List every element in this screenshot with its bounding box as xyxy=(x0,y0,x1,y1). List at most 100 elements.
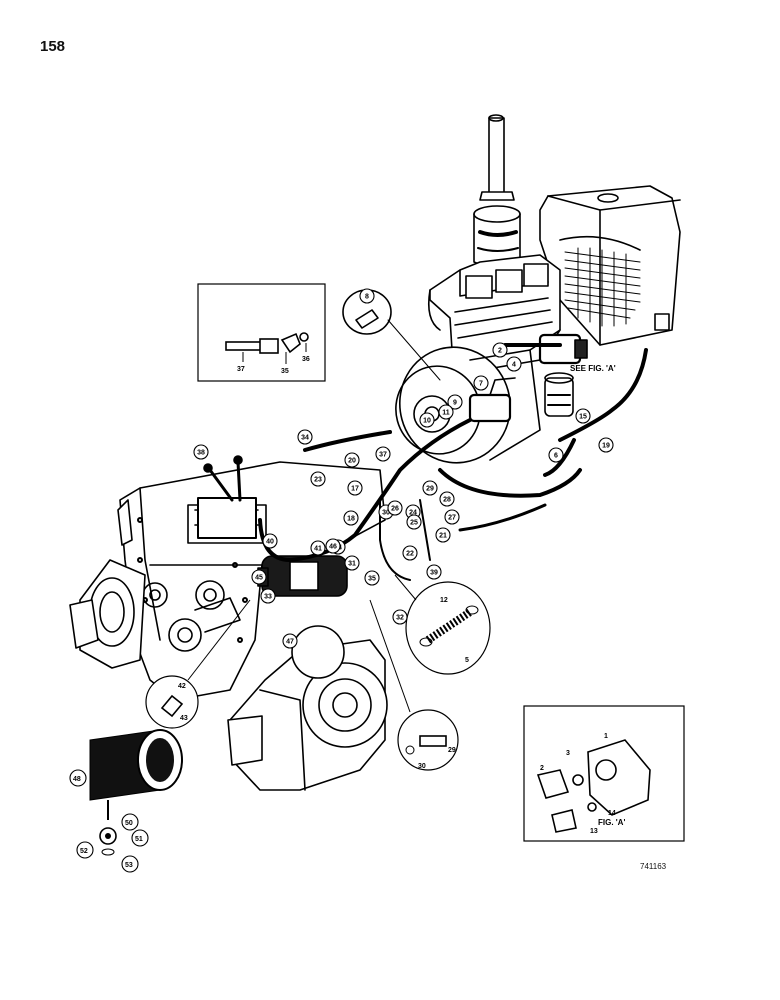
detail-fitting-29: 29 30 xyxy=(369,599,459,771)
engine-block xyxy=(427,254,561,373)
detail-filter: 48 50 51 52 53 xyxy=(69,729,183,873)
callout-label-39: 39 xyxy=(430,570,438,577)
detail-bubble-8 xyxy=(342,289,441,381)
callout-34: 34 xyxy=(297,429,313,445)
inset-top-part-36: 36 xyxy=(302,356,310,363)
callout-label-20: 20 xyxy=(348,458,356,465)
fig-a-part-1: 1 xyxy=(604,733,608,740)
callout-label-45: 45 xyxy=(255,575,263,582)
callout-label-37: 37 xyxy=(379,452,387,459)
callout-label-25: 25 xyxy=(410,520,418,527)
callout-10: 10 xyxy=(419,412,435,428)
hydraulic-pump xyxy=(468,333,588,423)
callout-label-21: 21 xyxy=(439,533,447,540)
callout-label-27: 27 xyxy=(448,515,456,522)
callout-2: 2 xyxy=(492,342,508,358)
radiator-shroud xyxy=(539,185,681,346)
callout-15: 15 xyxy=(575,408,591,424)
filter-part-52: 52 xyxy=(80,848,88,855)
callout-45: 45 xyxy=(251,569,267,585)
filter-canister xyxy=(544,372,574,417)
fitting-29-part-30: 30 xyxy=(418,763,426,770)
hose-part-12: 12 xyxy=(440,597,448,604)
see-fig-a-label: SEE FIG. 'A' xyxy=(570,364,616,373)
callout-11: 11 xyxy=(438,404,454,420)
callout-38: 38 xyxy=(193,444,209,460)
callout-6: 6 xyxy=(548,447,564,463)
hose-part-5: 5 xyxy=(465,657,469,664)
callout-28: 28 xyxy=(439,491,455,507)
callout-label-34: 34 xyxy=(301,435,309,442)
callout-22: 22 xyxy=(402,545,418,561)
callout-label-10: 10 xyxy=(423,418,431,425)
callout-20: 20 xyxy=(344,452,360,468)
callout-label-7: 7 xyxy=(479,381,483,388)
callout-4: 4 xyxy=(506,356,522,372)
callout-17: 17 xyxy=(347,480,363,496)
callout-27: 27 xyxy=(444,509,460,525)
filter-part-48: 48 xyxy=(73,776,81,783)
callout-label-41: 41 xyxy=(314,546,322,553)
callout-label-9: 9 xyxy=(453,400,457,407)
callout-32: 32 xyxy=(392,609,408,625)
callout-label-26: 26 xyxy=(391,506,399,513)
callout-23: 23 xyxy=(310,471,326,487)
fitting-42-part-43: 43 xyxy=(180,715,188,722)
callout-label-6: 6 xyxy=(554,453,558,460)
hydraulic-lines xyxy=(258,343,648,581)
callout-29: 29 xyxy=(422,480,438,496)
callout-label-46: 46 xyxy=(329,544,337,551)
drive-housing xyxy=(227,625,388,791)
callout-label-22: 22 xyxy=(406,551,414,558)
callout-label-4: 4 xyxy=(512,362,516,369)
fig-a-part-3: 3 xyxy=(566,750,570,757)
callout-47: 47 xyxy=(282,633,298,649)
callout-label-33: 33 xyxy=(264,594,272,601)
callout-25: 25 xyxy=(406,514,422,530)
callout-label-19: 19 xyxy=(602,443,610,450)
callout-label-15: 15 xyxy=(579,414,587,421)
inset-box-top: 37 35 36 xyxy=(197,283,326,382)
fig-a-part-2: 2 xyxy=(540,765,544,772)
page-number: 158 xyxy=(40,38,66,55)
callout-33: 33 xyxy=(260,588,276,604)
control-valve xyxy=(197,455,257,539)
inset-top-part-37: 37 xyxy=(237,366,245,373)
callout-label-40: 40 xyxy=(266,539,274,546)
callout-8: 8 xyxy=(359,288,375,304)
callout-46: 46 xyxy=(325,538,341,554)
exhaust-pipe xyxy=(479,114,515,201)
callout-label-35: 35 xyxy=(368,576,376,583)
callout-26: 26 xyxy=(387,500,403,516)
callout-39: 39 xyxy=(426,564,442,580)
detail-fitting-42: 42 43 xyxy=(145,599,251,729)
fig-a-part-14: 14 xyxy=(608,810,616,817)
callout-label-24: 24 xyxy=(409,510,417,517)
filter-part-53: 53 xyxy=(125,862,133,869)
callout-18: 18 xyxy=(343,510,359,526)
callout-label-30: 30 xyxy=(382,510,390,517)
figure-id: 741163 xyxy=(640,862,667,871)
callout-9: 9 xyxy=(447,394,463,410)
detail-hose: 12 5 xyxy=(394,574,491,675)
callout-31: 31 xyxy=(344,555,360,571)
callout-label-2: 2 xyxy=(498,348,502,355)
callout-37: 37 xyxy=(375,446,391,462)
fig-a-part-13: 13 xyxy=(590,828,598,835)
inset-top-part-35: 35 xyxy=(281,368,289,375)
left-axle-flange xyxy=(69,499,146,669)
callout-21: 21 xyxy=(435,527,451,543)
callout-label-11: 11 xyxy=(442,410,450,417)
callout-label-28: 28 xyxy=(443,497,451,504)
filter-part-51: 51 xyxy=(135,836,143,843)
inset-box-fig-a: 1 2 3 13 14 FIG. 'A' xyxy=(523,705,685,842)
filter-part-50: 50 xyxy=(125,820,133,827)
callout-35: 35 xyxy=(364,570,380,586)
fitting-29-part-29: 29 xyxy=(448,747,456,754)
callout-label-29: 29 xyxy=(426,486,434,493)
callout-label-32: 32 xyxy=(396,615,404,622)
callout-label-17: 17 xyxy=(351,486,359,493)
callout-label-18: 18 xyxy=(347,516,355,523)
callout-label-38: 38 xyxy=(197,450,205,457)
